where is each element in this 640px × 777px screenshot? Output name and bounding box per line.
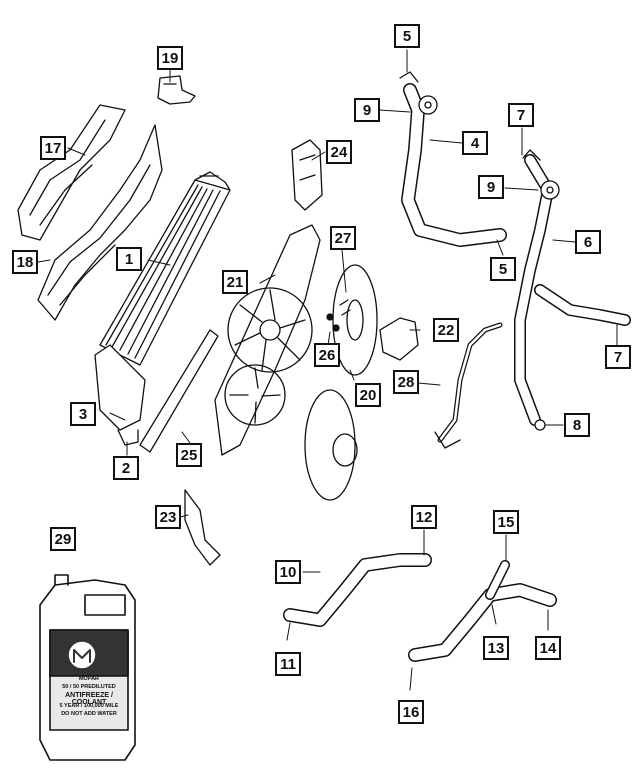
jug-line3: 5 YEAR / 100,000 MILE <box>59 703 119 709</box>
callout-10[interactable]: 10 <box>275 560 301 584</box>
motor-22 <box>379 317 419 361</box>
fan-20 <box>304 264 378 501</box>
callout-5-bottom[interactable]: 5 <box>490 257 516 281</box>
callout-15[interactable]: 15 <box>493 510 519 534</box>
hose-28 <box>437 322 503 443</box>
callout-20[interactable]: 20 <box>355 383 381 407</box>
bracket-24 <box>291 139 323 211</box>
callout-7-top[interactable]: 7 <box>508 103 534 127</box>
jug-brand: MOPAR <box>78 676 100 682</box>
callout-24[interactable]: 24 <box>326 140 352 164</box>
callout-29[interactable]: 29 <box>50 527 76 551</box>
callout-17[interactable]: 17 <box>40 136 66 160</box>
fan-shroud-21 <box>214 224 321 456</box>
callout-9-bottom[interactable]: 9 <box>478 175 504 199</box>
callout-22[interactable]: 22 <box>433 318 459 342</box>
callout-9-top[interactable]: 9 <box>354 98 380 122</box>
callout-11[interactable]: 11 <box>275 652 301 676</box>
callout-4[interactable]: 4 <box>462 131 488 155</box>
jug-line2: ANTIFREEZE / COOLANT <box>65 692 113 706</box>
leader-lines <box>37 49 618 691</box>
callout-13[interactable]: 13 <box>483 636 509 660</box>
callout-28[interactable]: 28 <box>393 370 419 394</box>
callout-16[interactable]: 16 <box>398 700 424 724</box>
callout-8[interactable]: 8 <box>564 413 590 437</box>
callout-14[interactable]: 14 <box>535 636 561 660</box>
air-deflector-18 <box>37 124 163 321</box>
radiator-tank-3 <box>94 344 146 446</box>
callout-25[interactable]: 25 <box>176 443 202 467</box>
callout-26[interactable]: 26 <box>314 343 340 367</box>
radiator-1 <box>99 171 231 366</box>
bracket-23 <box>184 489 221 566</box>
bracket-19 <box>157 75 196 105</box>
callout-6[interactable]: 6 <box>575 230 601 254</box>
hardware-26 <box>326 299 351 332</box>
coolant-jug-29 <box>39 574 136 761</box>
callout-3[interactable]: 3 <box>70 402 96 426</box>
callout-18[interactable]: 18 <box>12 250 38 274</box>
seal-25 <box>139 329 219 453</box>
callout-27[interactable]: 27 <box>330 226 356 250</box>
callout-5-top[interactable]: 5 <box>394 24 420 48</box>
callout-21[interactable]: 21 <box>222 270 248 294</box>
callout-1[interactable]: 1 <box>116 247 142 271</box>
jug-line4: DO NOT ADD WATER <box>61 711 117 717</box>
callout-7-bottom[interactable]: 7 <box>605 345 631 369</box>
jug-line1: 50 / 50 PREDILUTED <box>62 684 116 690</box>
callout-19[interactable]: 19 <box>157 46 183 70</box>
callout-12[interactable]: 12 <box>411 505 437 529</box>
callout-2[interactable]: 2 <box>113 456 139 480</box>
callout-23[interactable]: 23 <box>155 505 181 529</box>
